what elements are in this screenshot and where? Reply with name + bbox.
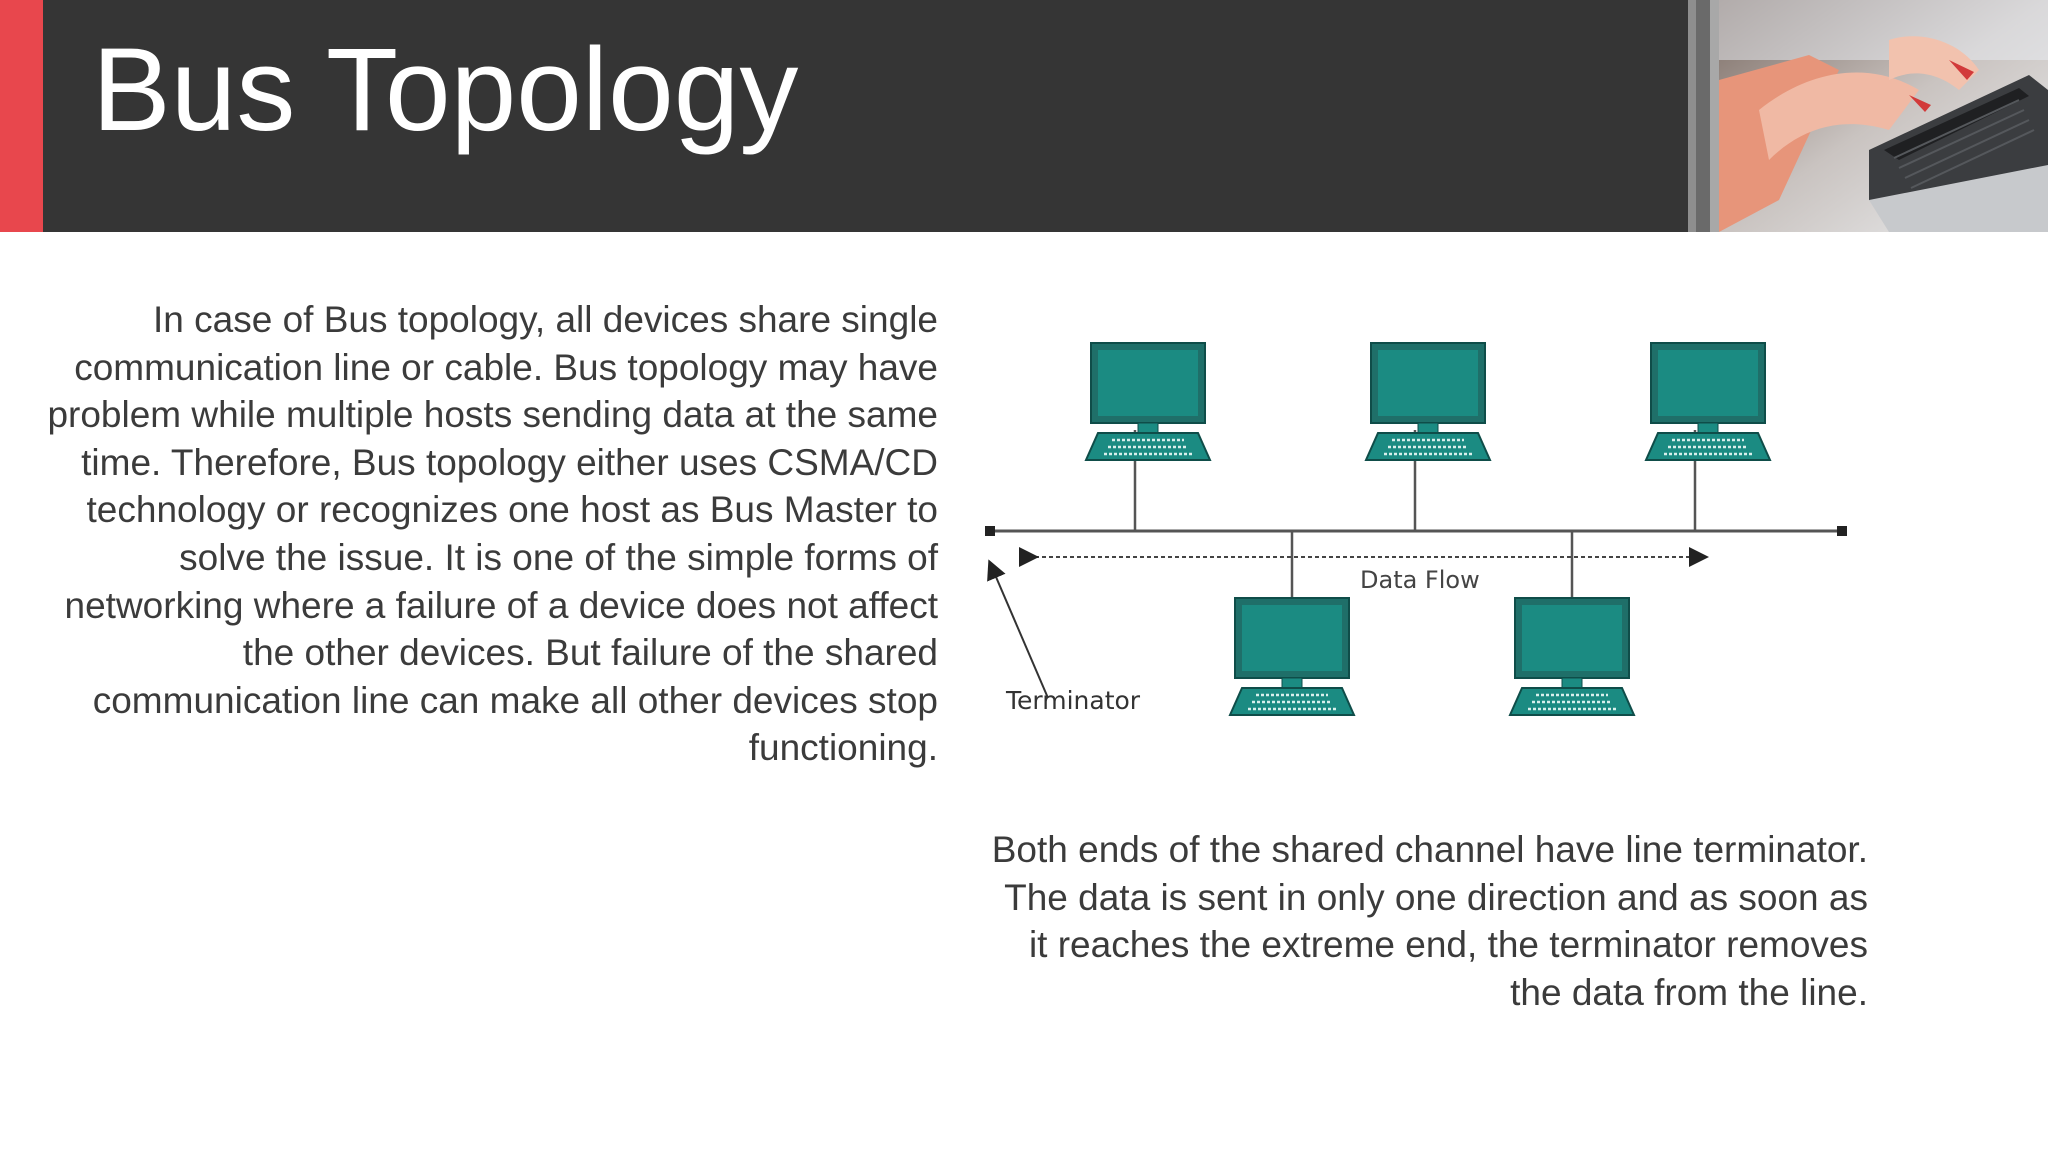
header-divider-shadow xyxy=(1696,0,1710,232)
computer-icon xyxy=(1228,596,1356,717)
terminator-pointer xyxy=(987,559,1049,699)
terminator-right xyxy=(1837,526,1847,536)
terminator-left xyxy=(985,526,995,536)
slide-title: Bus Topology xyxy=(92,24,799,156)
computer-icon xyxy=(1084,341,1212,462)
terminator-description: Both ends of the shared channel have lin… xyxy=(991,829,1868,1013)
computer-icon xyxy=(1644,341,1772,462)
computer-icon xyxy=(1364,341,1492,462)
header-divider-highlight xyxy=(1710,0,1719,232)
terminator-label: Terminator xyxy=(1005,686,1141,715)
computer-icon xyxy=(1508,596,1636,717)
header-divider xyxy=(1688,0,1696,232)
bus-topology-description: In case of Bus topology, all devices sha… xyxy=(47,299,938,769)
data-flow-label: Data Flow xyxy=(1360,566,1480,594)
accent-bar xyxy=(0,0,43,232)
bus-topology-diagram: Data Flow Terminator xyxy=(970,330,1870,740)
laptop-typing-photo xyxy=(1719,0,2048,232)
